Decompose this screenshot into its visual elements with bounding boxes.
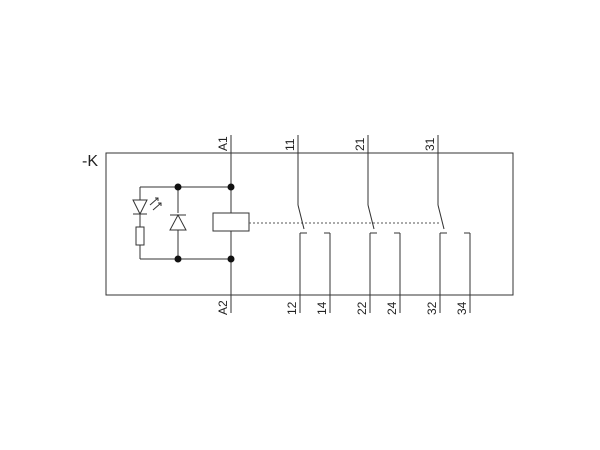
terminal-label-11: 11: [283, 138, 297, 151]
terminal-label-a1: A1: [216, 136, 230, 151]
changeover-contact-3: [437, 135, 471, 313]
terminal-label-31: 31: [423, 137, 437, 151]
resistor-icon: [135, 226, 145, 246]
terminal-label-21: 21: [353, 137, 367, 151]
device-tag: -K: [82, 153, 98, 170]
junction-dot: [174, 183, 182, 191]
changeover-contact-2: [367, 135, 401, 313]
terminal-label-32: 32: [425, 301, 439, 315]
relay-coil: [212, 212, 250, 232]
terminal-label-a2: A2: [216, 300, 230, 315]
terminal-label-22: 22: [355, 301, 369, 315]
led-icon: [132, 197, 162, 216]
junction-dot: [174, 255, 182, 263]
terminal-label-12: 12: [285, 301, 299, 315]
device-enclosure: [105, 152, 514, 296]
diode-icon: [169, 213, 187, 231]
junction-dot: [227, 183, 235, 191]
terminal-label-14: 14: [315, 301, 329, 315]
junction-dot: [227, 255, 235, 263]
changeover-contact-1: [297, 135, 331, 313]
terminal-label-34: 34: [455, 301, 469, 315]
terminal-label-24: 24: [385, 301, 399, 315]
